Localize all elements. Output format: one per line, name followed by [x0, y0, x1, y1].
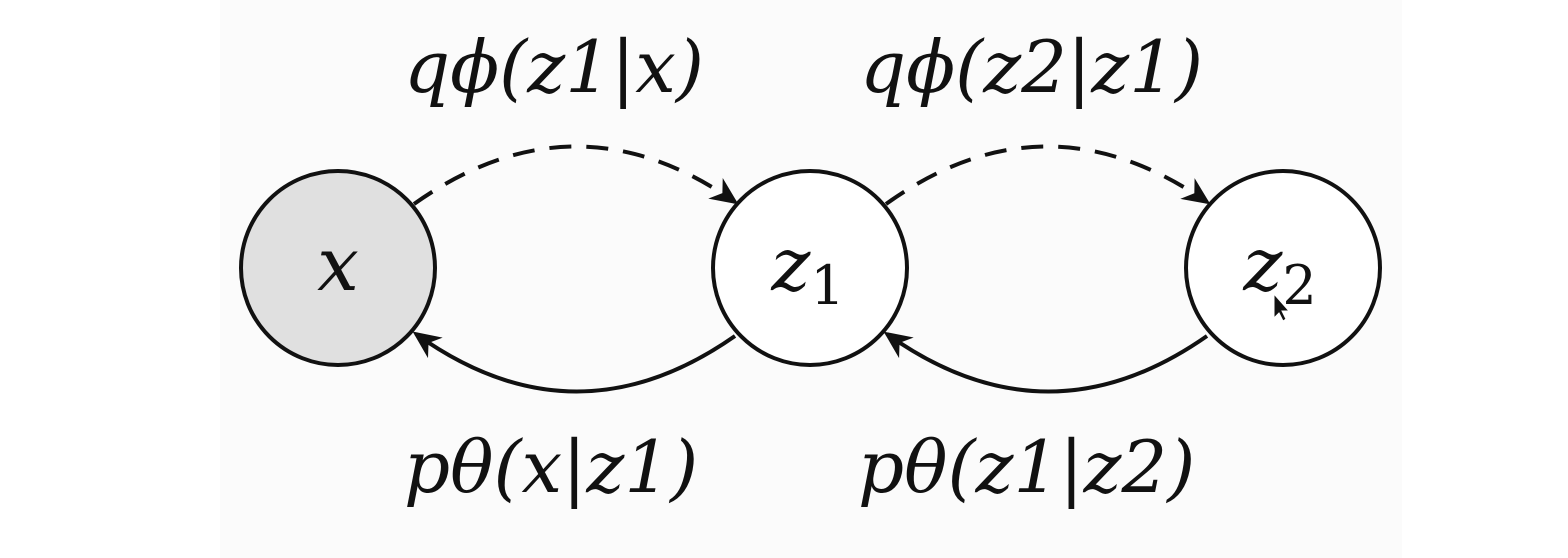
label-q-z2-given-z1: qϕ(z2|z1)	[860, 25, 1203, 109]
label-p-x-given-z1: pθ(x|z1)	[404, 425, 698, 509]
edge-z2-to-z1	[883, 331, 1209, 394]
label-p-z1-given-z2: pθ(z1|z2)	[858, 425, 1195, 509]
node-z1-label: z1	[770, 222, 844, 317]
node-x	[239, 169, 437, 367]
label-q-z1-given-x: qϕ(z1|x)	[404, 25, 704, 109]
node-x-label: x	[317, 222, 359, 308]
edge-x-to-z1	[412, 144, 739, 206]
node-z2	[1184, 169, 1382, 367]
edge-z1-to-x	[412, 331, 737, 394]
node-z2-label: z2	[1242, 222, 1316, 317]
mouse-cursor-icon	[1273, 292, 1291, 322]
edge-z1-to-z2	[884, 144, 1211, 206]
node-z1	[711, 169, 909, 367]
